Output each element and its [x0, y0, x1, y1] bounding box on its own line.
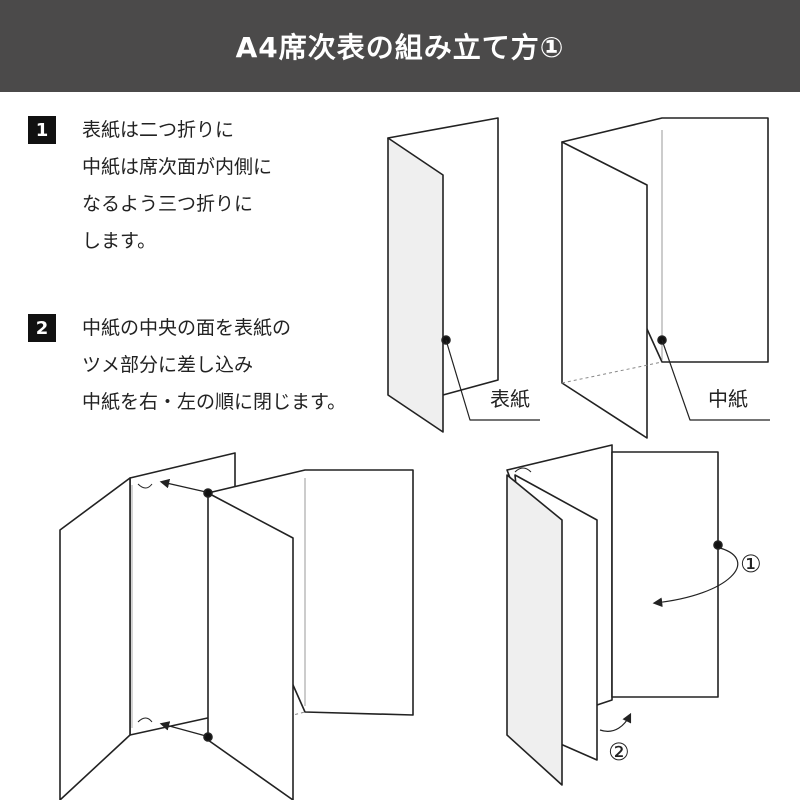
inner-folded-figure — [561, 117, 770, 439]
step-line: なるよう三つ折りに — [82, 193, 254, 215]
step-2-text: 中紙の中央の面を表紙の ツメ部分に差し込み 中紙を右・左の順に閉じます。 — [82, 310, 346, 421]
step-number: 2 — [28, 314, 56, 342]
step-1-text: 表紙は二つ折りに 中紙は席次面が内側に なるよう三つ折りに します。 — [82, 112, 272, 260]
step-line: ツメ部分に差し込み — [82, 354, 254, 376]
cover-folded-figure — [387, 117, 540, 433]
step-line: 中紙の中央の面を表紙の — [82, 317, 292, 339]
step-line: 中紙は席次面が内側に — [82, 156, 273, 178]
cover-label: 表紙 — [490, 387, 530, 411]
inner-label: 中紙 — [708, 387, 748, 411]
title-text: A4席次表の組み立て方① — [235, 31, 565, 64]
close-figure — [506, 444, 739, 786]
step-number: 1 — [28, 116, 56, 144]
insert-figure — [59, 452, 414, 800]
step-line: します。 — [82, 230, 157, 252]
step-second-marker: ② — [608, 738, 630, 766]
step-line: 表紙は二つ折りに — [82, 119, 235, 141]
step-first-marker: ① — [740, 550, 762, 578]
page-title: A4席次表の組み立て方① — [0, 0, 800, 92]
step-line: 中紙を右・左の順に閉じます。 — [82, 391, 347, 413]
